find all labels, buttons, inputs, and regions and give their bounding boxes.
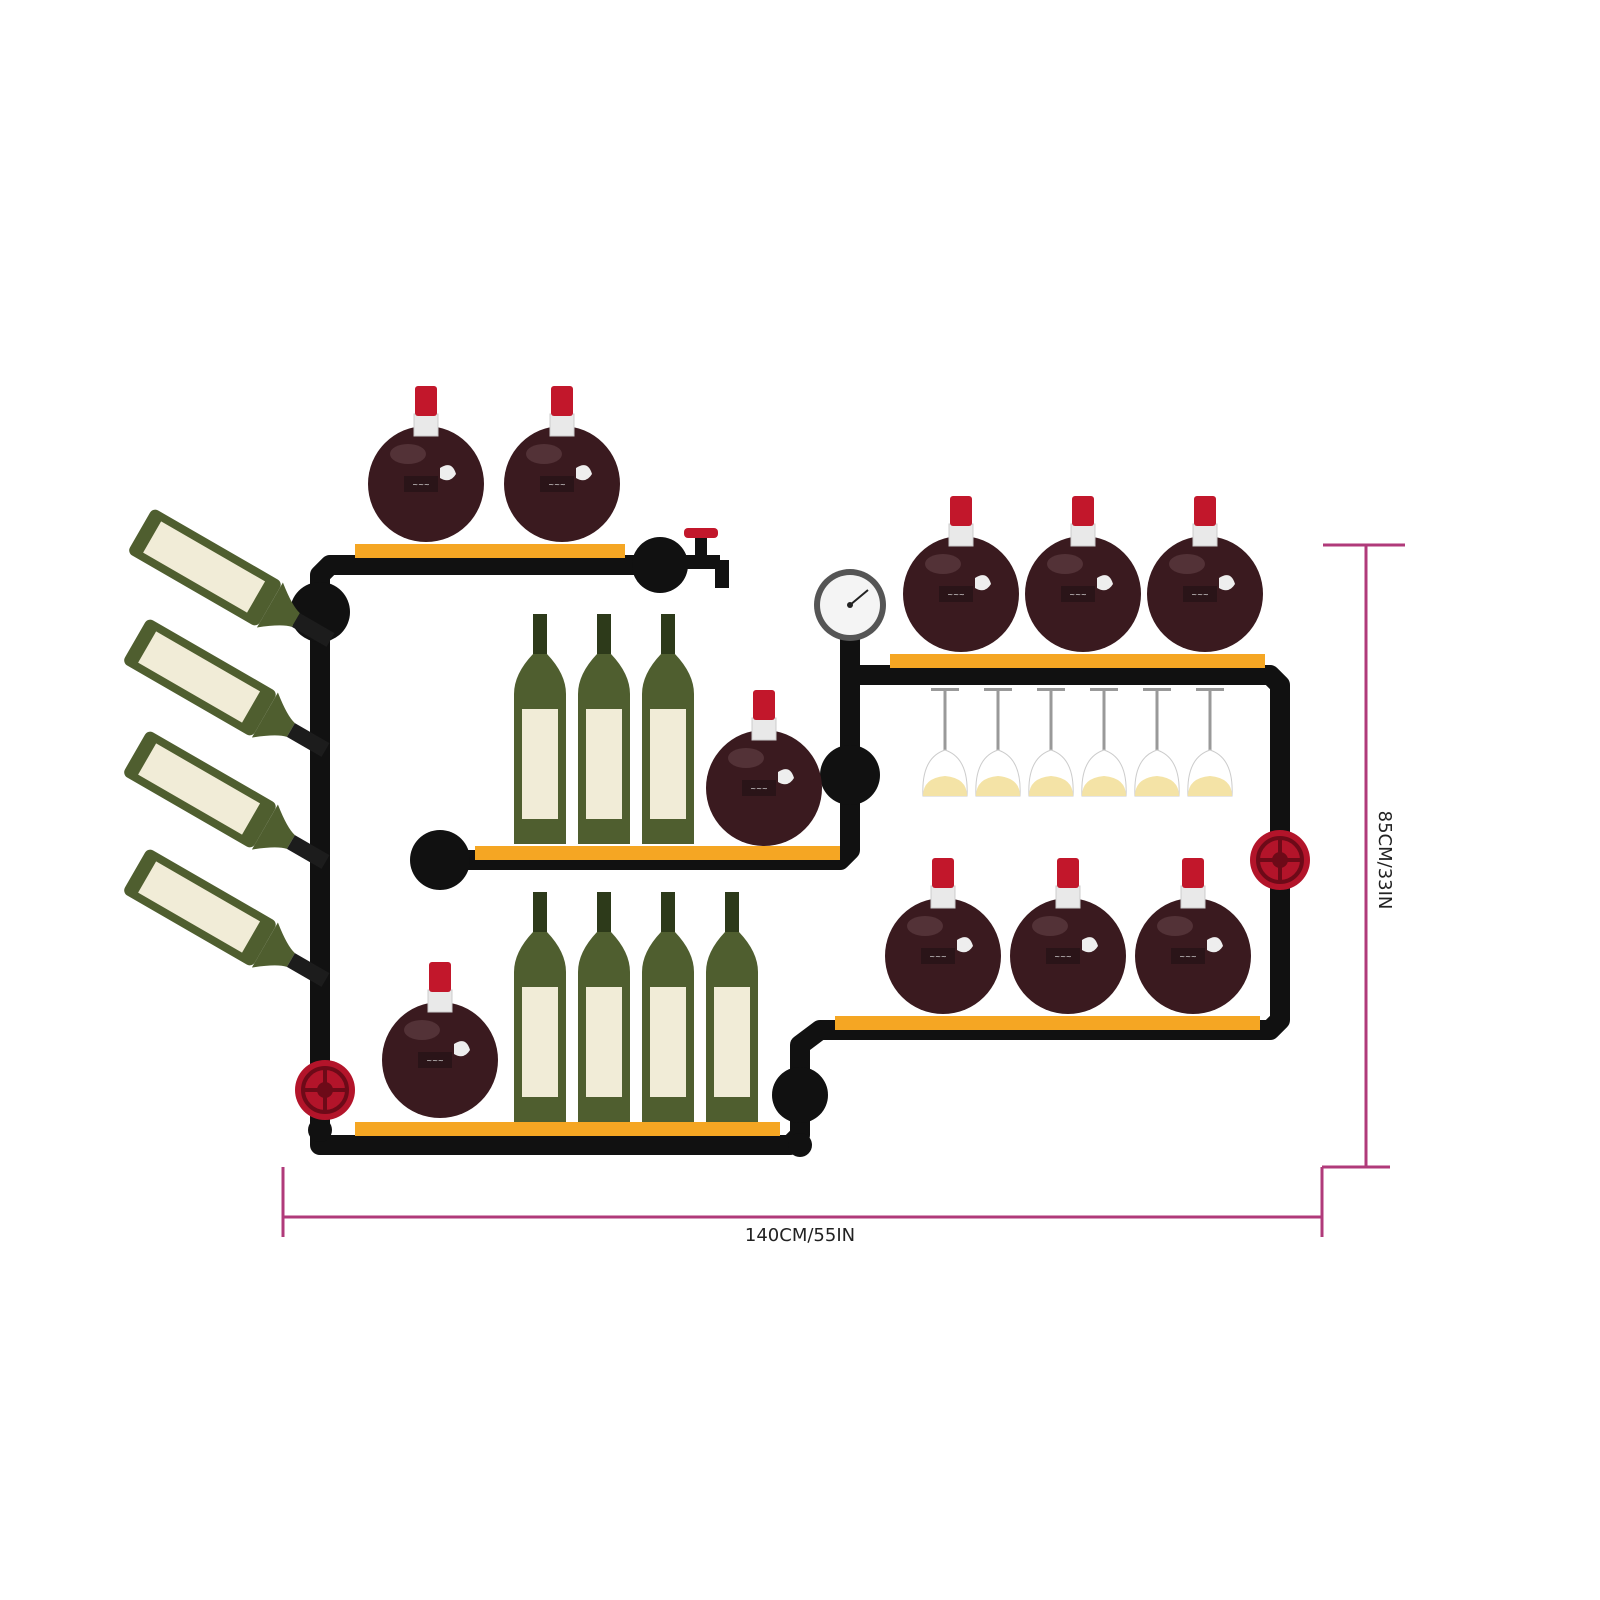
height-label: 85CM/33IN [1374, 811, 1395, 910]
wood-shelves [355, 544, 1265, 1136]
wine-glasses [921, 686, 1234, 798]
round-decanter-icon [902, 495, 1020, 653]
width-dimension [281, 1165, 1366, 1237]
wine-bottle-icon [514, 892, 566, 1122]
round-decanter-icon [1134, 857, 1252, 1015]
round-decanter-icon [381, 961, 499, 1119]
shelf-top-left [355, 544, 625, 558]
tap-faucet-icon [632, 528, 729, 593]
round-decanters [367, 385, 1264, 1119]
pressure-gauge-icon [814, 569, 886, 655]
shelf-bottom-right [835, 1016, 1260, 1030]
wine-glass-icon [974, 686, 1022, 798]
round-decanter-icon [1146, 495, 1264, 653]
wine-bottle-icon [578, 892, 630, 1122]
round-decanter-icon [367, 385, 485, 543]
shelf-bottom-left [355, 1122, 780, 1136]
width-label: 140CM/55IN [745, 1225, 855, 1246]
round-decanter-icon [1024, 495, 1142, 653]
wine-bottle-icon [642, 892, 694, 1122]
height-dimension [1323, 543, 1405, 1169]
wine-glass-icon [1186, 686, 1234, 798]
round-decanter-icon [1009, 857, 1127, 1015]
shelf-top-right [890, 654, 1265, 668]
wine-bottle-icon [578, 614, 630, 844]
shelf-middle-left [475, 846, 840, 860]
wine-glass-icon [1027, 686, 1075, 798]
wine-glass-icon [921, 686, 969, 798]
wine-bottle-icon [514, 614, 566, 844]
wine-bottle-icon [706, 892, 758, 1122]
round-decanter-icon [884, 857, 1002, 1015]
wine-glass-icon [1080, 686, 1128, 798]
round-decanter-icon [503, 385, 621, 543]
wine-bottle-icon [642, 614, 694, 844]
wine-glass-icon [1133, 686, 1181, 798]
round-decanter-icon [705, 689, 823, 847]
